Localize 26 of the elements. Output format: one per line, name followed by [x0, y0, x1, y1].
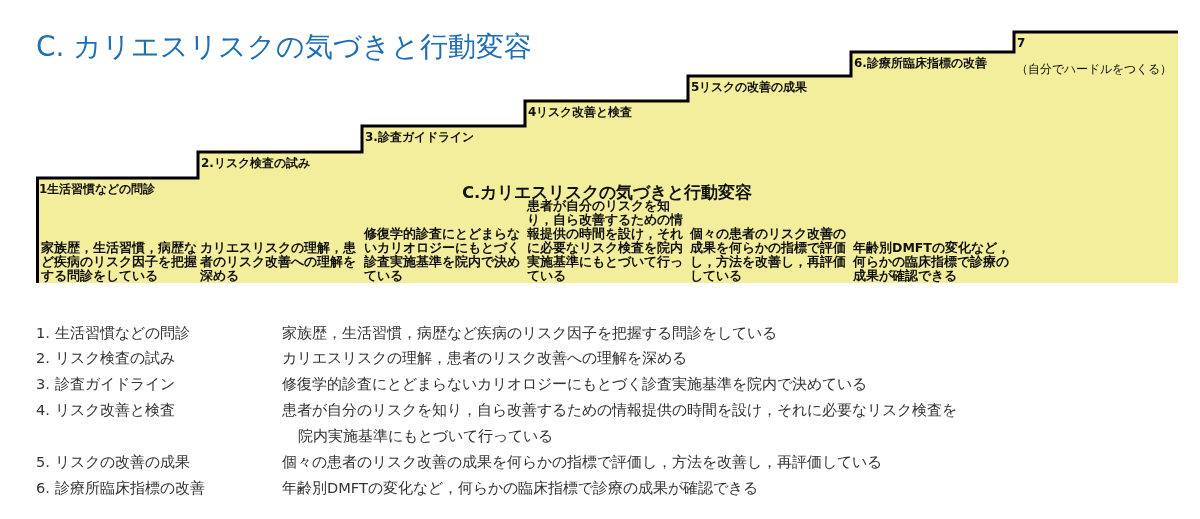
step-heading: 5リスクの改善の成果 [691, 80, 808, 94]
list-item: 3. 診査ガイドライン [36, 375, 175, 393]
list-item: 6. 診療所臨床指標の改善 [36, 479, 205, 497]
list-item: 4. リスク改善と検査 [36, 401, 175, 419]
step-description: 家族歴，生活習慣，病歴など疾病のリスク因子を把握する問診をしている [41, 241, 198, 283]
step-heading: 3.診査ガイドライン [365, 130, 474, 144]
step-description: カリエスリスクの理解，患者のリスク改善への理解を深める [200, 241, 357, 283]
step-heading: 6.診療所臨床指標の改善 [854, 56, 987, 70]
list-item: 2. リスク検査の試み [36, 349, 175, 367]
list-description: 個々の患者のリスク改善の成果を何らかの指標で評価し，方法を改善し，再評価している [282, 452, 883, 472]
step-description: 個々の患者のリスク改善の成果を何らかの指標で評価し，方法を改善し，再評価している [690, 227, 847, 283]
list-description: 修復学的診査にとどまらないカリオロジーにもとづく診査実施基準を院内で決めている [282, 374, 868, 394]
list-description: 年齢別DMFTの変化など，何らかの臨床指標で診療の成果が確認できる [282, 478, 759, 498]
step-heading: 4リスク改善と検査 [528, 105, 633, 119]
list-item: 5. リスクの改善の成果 [36, 453, 190, 471]
step-heading: 1生活習慣などの問診 [39, 182, 156, 196]
list-item: 1. 生活習慣などの問診 [36, 324, 190, 342]
step-note: （自分でハードルをつくる） [1016, 62, 1172, 76]
list-description: カリエスリスクの理解，患者のリスク改善への理解を深める [282, 348, 688, 368]
step-description: 修復学的診査にとどまらないカリオロジーにもとづく診査実施基準を院内で決めている [364, 227, 521, 283]
step-number: 7 [1017, 36, 1026, 50]
list-description: 家族歴，生活習慣，病歴など疾病のリスク因子を把握する問診をしている [282, 323, 778, 343]
title: C. カリエスリスクの気づきと行動変容 [36, 29, 533, 65]
step-description: 年齢別DMFTの変化など，何らかの臨床指標で診療の成果が確認できる [853, 241, 1011, 283]
step-heading: 2.リスク検査の試み [201, 156, 310, 170]
list-description: 患者が自分のリスクを知り，自ら改善するための情報提供の時間を設け，それに必要なリスク検査を院内実施基準にもとづいて行っている [282, 400, 958, 446]
